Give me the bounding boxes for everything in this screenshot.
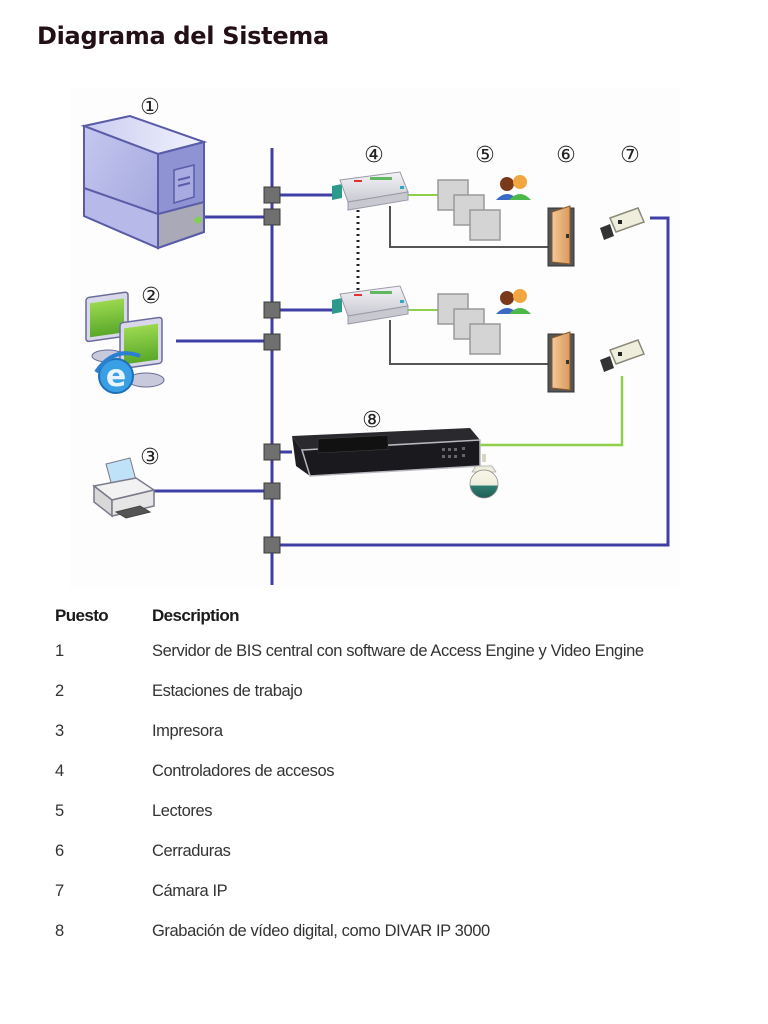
marker-4: ④ xyxy=(364,143,384,168)
door-lock-icon xyxy=(547,331,575,393)
legend-row: 2 Estaciones de trabajo xyxy=(55,680,655,702)
row-description: Controladores de accesos xyxy=(152,762,335,780)
legend-row: 8 Grabación de vídeo digital, como DIVAR… xyxy=(55,920,655,942)
junction-node xyxy=(263,333,281,351)
row-number: 1 xyxy=(55,642,64,660)
network-junctions xyxy=(263,186,281,554)
marker-3: ③ xyxy=(140,445,160,470)
row-description: Servidor de BIS central con software de … xyxy=(152,642,644,660)
server-tower-icon xyxy=(80,114,208,250)
legend-row: 4 Controladores de accesos xyxy=(55,760,655,782)
legend-row: 3 Impresora xyxy=(55,720,655,742)
legend-row: 1 Servidor de BIS central con software d… xyxy=(55,640,655,662)
row-description: Impresora xyxy=(152,722,223,740)
users-icon xyxy=(496,175,531,200)
row-number: 6 xyxy=(55,842,64,860)
marker-2: ② xyxy=(141,284,161,309)
svg-text:e: e xyxy=(106,359,126,394)
row-number: 5 xyxy=(55,802,64,820)
access-controller-icon xyxy=(332,285,409,325)
card-reader-icon xyxy=(437,293,501,355)
column-header-puesto: Puesto xyxy=(55,606,109,625)
system-diagram: ① e ② ③ xyxy=(70,88,680,588)
marker-8: ⑧ xyxy=(362,408,382,433)
workstations-icon: e xyxy=(85,291,165,394)
row-number: 2 xyxy=(55,682,64,700)
row-description: Cámara IP xyxy=(152,882,228,900)
column-header-description: Description xyxy=(152,606,240,625)
row-number: 7 xyxy=(55,882,64,900)
marker-1: ① xyxy=(140,95,160,120)
junction-node xyxy=(263,443,281,461)
card-reader-icon xyxy=(437,179,501,241)
lock1-link-line xyxy=(389,206,548,248)
junction-node xyxy=(263,208,281,226)
video-recorder-icon xyxy=(292,428,481,477)
row-number: 3 xyxy=(55,722,64,740)
junction-node xyxy=(263,186,281,204)
legend-header-row: Puesto Description xyxy=(55,606,655,626)
row-description: Lectores xyxy=(152,802,213,820)
row-number: 4 xyxy=(55,762,64,780)
legend-table: Puesto Description 1 Servidor de BIS cen… xyxy=(55,606,655,960)
junction-node xyxy=(263,482,281,500)
camera1-link-line xyxy=(272,216,670,547)
camera2-link-line xyxy=(478,376,624,447)
network-backbone xyxy=(150,148,670,585)
door-lock-icon xyxy=(547,205,575,267)
legend-row: 5 Lectores xyxy=(55,800,655,822)
junction-node xyxy=(263,301,281,319)
legend-row: 6 Cerraduras xyxy=(55,840,655,862)
dome-camera-icon xyxy=(469,454,499,499)
access-controller-icon xyxy=(332,171,409,211)
junction-node xyxy=(263,536,281,554)
row-description: Estaciones de trabajo xyxy=(152,682,303,700)
ip-camera-icon xyxy=(600,339,646,372)
marker-5: ⑤ xyxy=(475,143,495,168)
legend-row: 7 Cámara IP xyxy=(55,880,655,902)
row-description: Grabación de vídeo digital, como DIVAR I… xyxy=(152,922,490,940)
printer-icon xyxy=(92,457,156,519)
users-icon xyxy=(496,289,531,314)
ip-camera-icon xyxy=(600,207,646,240)
marker-6: ⑥ xyxy=(556,143,576,168)
marker-7: ⑦ xyxy=(620,143,640,168)
lock2-link-line xyxy=(389,320,548,365)
row-description: Cerraduras xyxy=(152,842,231,860)
row-number: 8 xyxy=(55,922,64,940)
page-title: Diagrama del Sistema xyxy=(37,22,329,50)
